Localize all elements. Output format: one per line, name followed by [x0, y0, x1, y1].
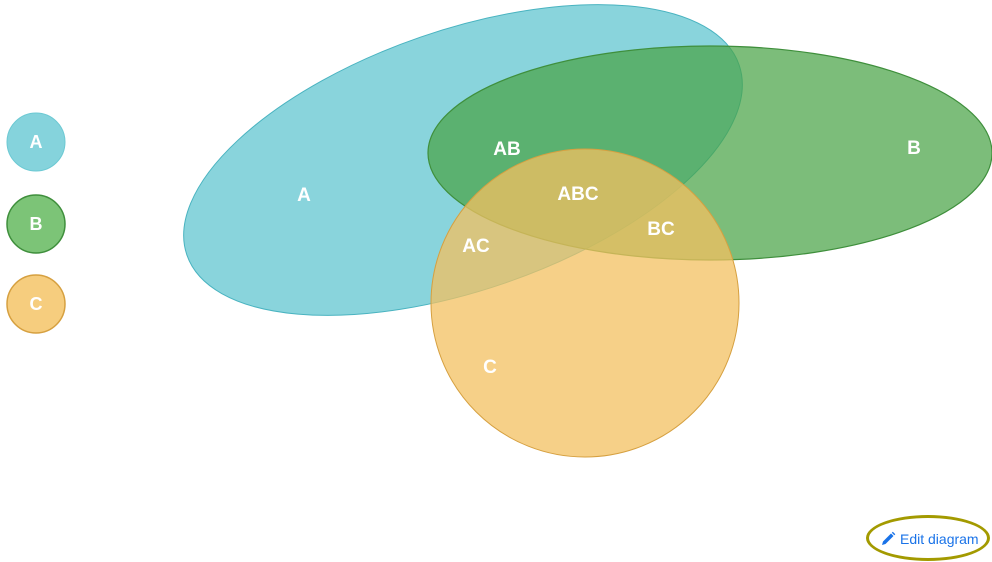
legend-item-a[interactable]: A	[6, 112, 66, 172]
pencil-icon	[880, 531, 896, 547]
region-label-abc: ABC	[557, 184, 598, 205]
region-label-ab: AB	[493, 139, 520, 160]
legend-label-a: A	[30, 132, 43, 152]
region-label-ac: AC	[462, 236, 490, 257]
legend-swatch-b	[6, 194, 66, 254]
legend-label-b: B	[30, 214, 43, 234]
legend-swatch-c	[6, 274, 66, 334]
legend-label-c: C	[30, 294, 43, 314]
legend: A B C	[6, 112, 66, 334]
edit-diagram-link[interactable]: Edit diagram	[880, 528, 979, 550]
legend-item-c[interactable]: C	[6, 274, 66, 334]
region-label-bc: BC	[647, 219, 675, 240]
legend-swatch-a	[6, 112, 66, 172]
set-c-circle[interactable]	[430, 148, 740, 458]
region-label-b: B	[907, 138, 921, 159]
region-label-a: A	[297, 185, 311, 206]
edit-diagram-label: Edit diagram	[900, 531, 979, 547]
legend-item-b[interactable]: B	[6, 194, 66, 254]
region-label-c: C	[483, 357, 497, 378]
